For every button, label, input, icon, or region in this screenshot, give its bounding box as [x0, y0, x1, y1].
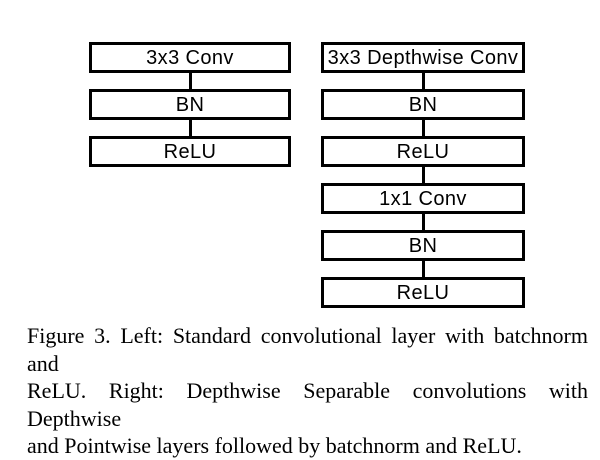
layer-box-3x3-depthwise-conv: 3x3 Depthwise Conv — [321, 42, 525, 73]
layer-box-relu: ReLU — [89, 136, 291, 167]
connector-line — [421, 73, 425, 89]
paper-figure-page: 3x3 Conv BN ReLU 3x3 Depthwise Conv BN R… — [27, 42, 588, 458]
connector-line — [188, 73, 192, 89]
layer-box-relu: ReLU — [321, 136, 525, 167]
caption-line-2: ReLU. Right: Depthwise Separable convolu… — [27, 378, 588, 431]
connector-line — [421, 120, 425, 136]
layer-box-bn: BN — [321, 230, 525, 261]
connector-line — [188, 120, 192, 136]
figure-caption: Figure 3. Left: Standard convolutional l… — [27, 322, 588, 460]
caption-line-1: Figure 3. Left: Standard convolutional l… — [27, 323, 588, 376]
figure-3-diagram: 3x3 Conv BN ReLU 3x3 Depthwise Conv BN R… — [89, 42, 525, 308]
layer-box-bn: BN — [89, 89, 291, 120]
connector-line — [421, 167, 425, 183]
layer-box-bn: BN — [321, 89, 525, 120]
layer-box-relu: ReLU — [321, 277, 525, 308]
caption-line-3: and Pointwise layers followed by batchno… — [27, 433, 522, 458]
standard-conv-column: 3x3 Conv BN ReLU — [89, 42, 291, 167]
connector-line — [421, 261, 425, 277]
connector-line — [421, 214, 425, 230]
layer-box-1x1-conv: 1x1 Conv — [321, 183, 525, 214]
layer-box-3x3-conv: 3x3 Conv — [89, 42, 291, 73]
depthwise-separable-column: 3x3 Depthwise Conv BN ReLU 1x1 Conv BN R… — [321, 42, 525, 308]
